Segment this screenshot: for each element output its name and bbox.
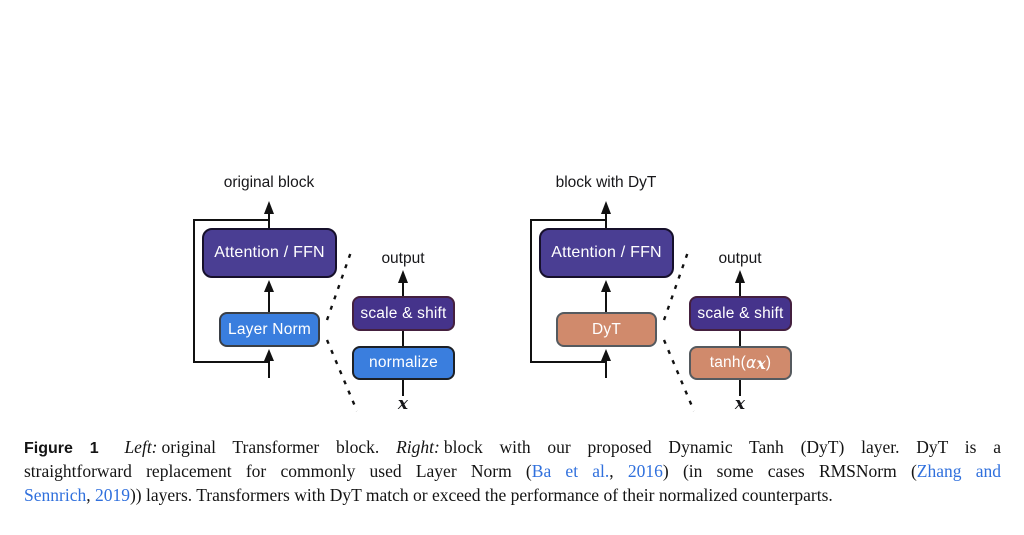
citation-link[interactable]: Ba et al. xyxy=(531,461,610,482)
caption-line: Sennrich, 2019)) layers. Transformers wi… xyxy=(24,484,1001,507)
citation-link[interactable]: 2019 xyxy=(94,484,130,505)
left-layer-norm-box: Layer Norm xyxy=(219,312,320,347)
left-output-label: output xyxy=(381,250,425,267)
right-residual-line xyxy=(530,219,606,363)
caption-text: original Transformer block. xyxy=(161,437,397,457)
right-scale-shift-box: scale & shift xyxy=(689,296,792,331)
right-top-arrowhead xyxy=(601,201,611,214)
caption-text: straightforward replacement for commonly… xyxy=(24,461,532,482)
tanh-prefix: tanh( xyxy=(709,354,747,371)
right-dyt-box: DyT xyxy=(556,312,657,347)
caption-text: block with our proposed Dynamic Tanh (Dy… xyxy=(443,437,1002,457)
right-attention-ffn-box: Attention / FFN xyxy=(539,228,674,278)
figure-caption: Figure 1 Left:original Transformer block… xyxy=(24,436,1001,507)
caption-text: Right: xyxy=(396,437,440,457)
right-input-var-label: x xyxy=(734,394,746,414)
caption-text: , xyxy=(86,484,95,505)
right-detail-arrowhead xyxy=(735,270,745,283)
caption-line: straightforward replacement for commonly… xyxy=(24,460,1001,483)
left-zoom-dash-lower xyxy=(325,339,359,412)
left-input-arrowhead xyxy=(264,349,274,361)
alpha-symbol: α xyxy=(746,354,757,372)
caption-text: ) (in some cases RMSNorm ( xyxy=(662,461,917,482)
tanh-suffix: ) xyxy=(765,354,772,371)
citation-link[interactable]: Sennrich xyxy=(24,484,87,505)
left-normalize-box: normalize xyxy=(352,346,455,380)
caption-text: , xyxy=(609,461,628,482)
right-block-title: block with DyT xyxy=(555,174,657,191)
right-output-label: output xyxy=(718,250,762,267)
caption-line: Figure 1 Left:original Transformer block… xyxy=(24,436,1001,460)
left-block-title: original block xyxy=(223,174,315,191)
left-input-var-label: x xyxy=(397,394,409,414)
right-mid-arrowhead xyxy=(601,280,611,292)
tanh-x-var: x xyxy=(756,353,766,373)
left-residual-line xyxy=(193,219,269,363)
right-zoom-dash-upper xyxy=(662,248,691,321)
citation-link[interactable]: Zhang and xyxy=(916,461,1001,482)
left-top-arrowhead xyxy=(264,201,274,214)
right-zoom-dash-lower xyxy=(662,339,696,412)
left-mid-arrowhead xyxy=(264,280,274,292)
caption-text: )) layers. Transformers with DyT match o… xyxy=(129,484,833,505)
figure-number-label: Figure 1 xyxy=(24,440,99,457)
caption-text: Left: xyxy=(124,437,158,457)
right-input-arrowhead xyxy=(601,349,611,361)
left-attention-ffn-box: Attention / FFN xyxy=(202,228,337,278)
left-scale-shift-box: scale & shift xyxy=(352,296,455,331)
left-detail-arrowhead xyxy=(398,270,408,283)
citation-link[interactable]: 2016 xyxy=(627,461,663,482)
left-zoom-dash-upper xyxy=(325,248,354,321)
